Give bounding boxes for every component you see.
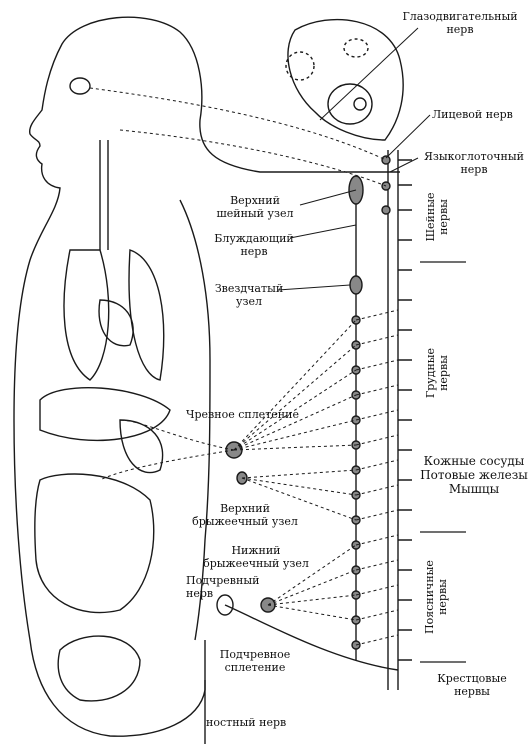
trunk-ganglia [348, 155, 391, 650]
label-inferior-mesenteric-ganglion: Нижний брыжеечный узел [203, 544, 309, 570]
label-facial-nerve: Лицевой нерв [432, 108, 513, 121]
brain-lobe-2 [343, 38, 369, 58]
eye [69, 77, 91, 95]
label-glossopharyngeal-nerve: Языкоглоточный нерв [424, 150, 524, 176]
label-oculomotor-nerve: Глазодвигательный нерв [402, 10, 518, 36]
label-thoracic-nerves: Грудные нервы [424, 347, 450, 399]
label-lumbar-nerves: Поясничные нервы [423, 560, 449, 634]
label-hypogastric-plexus: Подчревное сплетение [219, 648, 291, 674]
brain-outline [287, 18, 404, 141]
brain-lobe-4 [353, 97, 367, 111]
brain-lobe-1 [285, 51, 315, 81]
hypogastric-nerve-line [224, 604, 399, 671]
label-superior-cervical-ganglion: Верхний шейный узел [216, 194, 294, 220]
heart [98, 299, 134, 347]
bladder [57, 635, 141, 702]
label-hypogastric-nerve: Подчревный нерв [186, 574, 260, 600]
label-cervical-nerves: Шейные нервы [424, 192, 450, 242]
label-stellate-ganglion: Звездчатый узел [214, 282, 284, 308]
liver [39, 387, 171, 442]
label-sacral-nerves: Крестцовые нервы [437, 672, 507, 698]
brain-lobe-3 [327, 83, 373, 125]
label-vagus-nerve: Блуждающий нерв [214, 232, 294, 258]
spinal-nerves-right [398, 159, 412, 661]
label-celiac-plexus: Чревное сплетение [186, 408, 299, 421]
trachea [99, 140, 109, 250]
lungs [63, 249, 165, 381]
label-pointers [277, 27, 431, 291]
region-dividers [420, 261, 466, 663]
label-superior-mesenteric-ganglion: Верхний брыжеечный узел [192, 502, 298, 528]
label-sciatic-nerve: ностный нерв [206, 716, 287, 729]
body-outline [13, 16, 400, 737]
label-effectors: Кожные сосуды Потовые железы Мышцы [420, 454, 528, 496]
torso-outline-right [179, 199, 211, 641]
dashed-nerve-fibers [89, 87, 399, 646]
intestines [34, 473, 155, 614]
stomach [119, 419, 164, 474]
